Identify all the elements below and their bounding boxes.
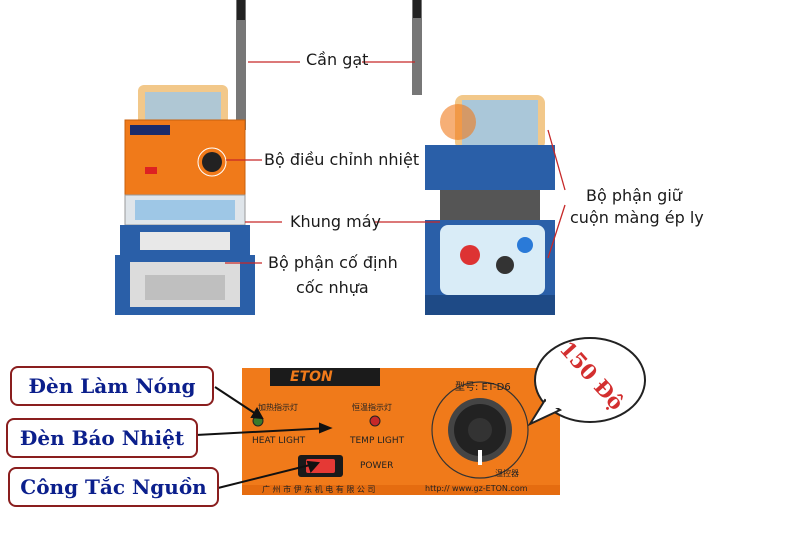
panel-company: 广 州 市 伊 东 机 电 有 限 公 司: [262, 485, 376, 494]
tag-temp-light: Đèn Báo Nhiệt: [6, 418, 198, 458]
label-cup-holder-2: cốc nhựa: [296, 278, 369, 297]
tag-arrows: [195, 386, 333, 489]
label-film-holder-2: cuộn màng ép ly: [570, 208, 704, 227]
label-lever: Cần gạt: [306, 50, 369, 69]
label-frame: Khung máy: [290, 212, 382, 231]
callout-lines: [225, 61, 566, 264]
panel-cn-temp: 恒温指示灯: [352, 403, 392, 412]
panel-temp-light-label: TEMP LIGHT: [350, 436, 405, 446]
panel-model: 型号: ET-D6: [455, 382, 511, 393]
panel-cn-heat: 加热指示灯: [258, 403, 298, 412]
panel-heat-light-label: HEAT LIGHT: [252, 436, 306, 446]
label-cup-holder-1: Bộ phận cố định: [268, 253, 398, 272]
machine-side: [412, 0, 555, 315]
tag-power-switch: Công Tắc Nguồn: [8, 467, 219, 507]
panel-url: http:// www.gz-ETON.com: [425, 484, 528, 493]
machine-front: [115, 0, 255, 315]
panel-cn-knob: 温控器: [495, 469, 519, 478]
control-panel: [242, 368, 560, 495]
tag-heating-light: Đèn Làm Nóng: [10, 366, 214, 406]
temperature-bubble: [527, 337, 646, 427]
label-temp-knob: Bộ điều chỉnh nhiệt: [264, 150, 420, 169]
panel-brand: ETON: [290, 369, 333, 385]
panel-power-label: POWER: [360, 461, 394, 471]
label-film-holder-1: Bộ phận giữ: [586, 186, 682, 205]
